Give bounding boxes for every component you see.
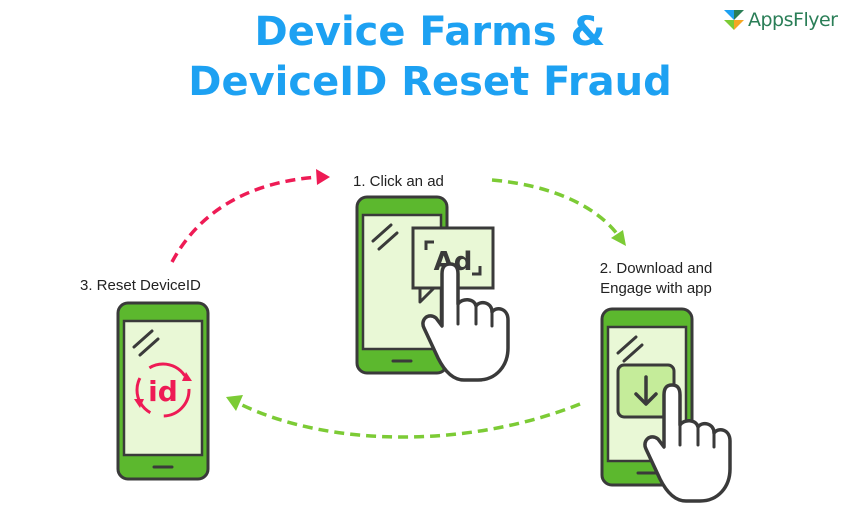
page-title-line-2: DeviceID Reset Fraud bbox=[188, 59, 672, 105]
reset-id-icon: id bbox=[134, 362, 192, 418]
step-2-label-line-1: 2. Download and bbox=[599, 260, 713, 277]
id-label: id bbox=[148, 375, 178, 408]
step-2-label-line-2: Engage with app bbox=[600, 280, 712, 297]
appsflyer-logo-text: AppsFlyer bbox=[748, 9, 838, 31]
step-2-label: 2. Download and Engage with app bbox=[566, 259, 746, 299]
arrow-download-to-reset bbox=[226, 395, 581, 439]
appsflyer-logo-icon bbox=[724, 10, 744, 30]
step-1-label: 1. Click an ad bbox=[353, 173, 444, 190]
page-title-line-1: Device Farms & bbox=[254, 9, 606, 55]
arrow-reset-to-click bbox=[170, 169, 330, 263]
step-3-label: 3. Reset DeviceID bbox=[80, 277, 201, 294]
arrow-click-to-download bbox=[491, 178, 626, 246]
appsflyer-logo: AppsFlyer bbox=[722, 6, 854, 34]
